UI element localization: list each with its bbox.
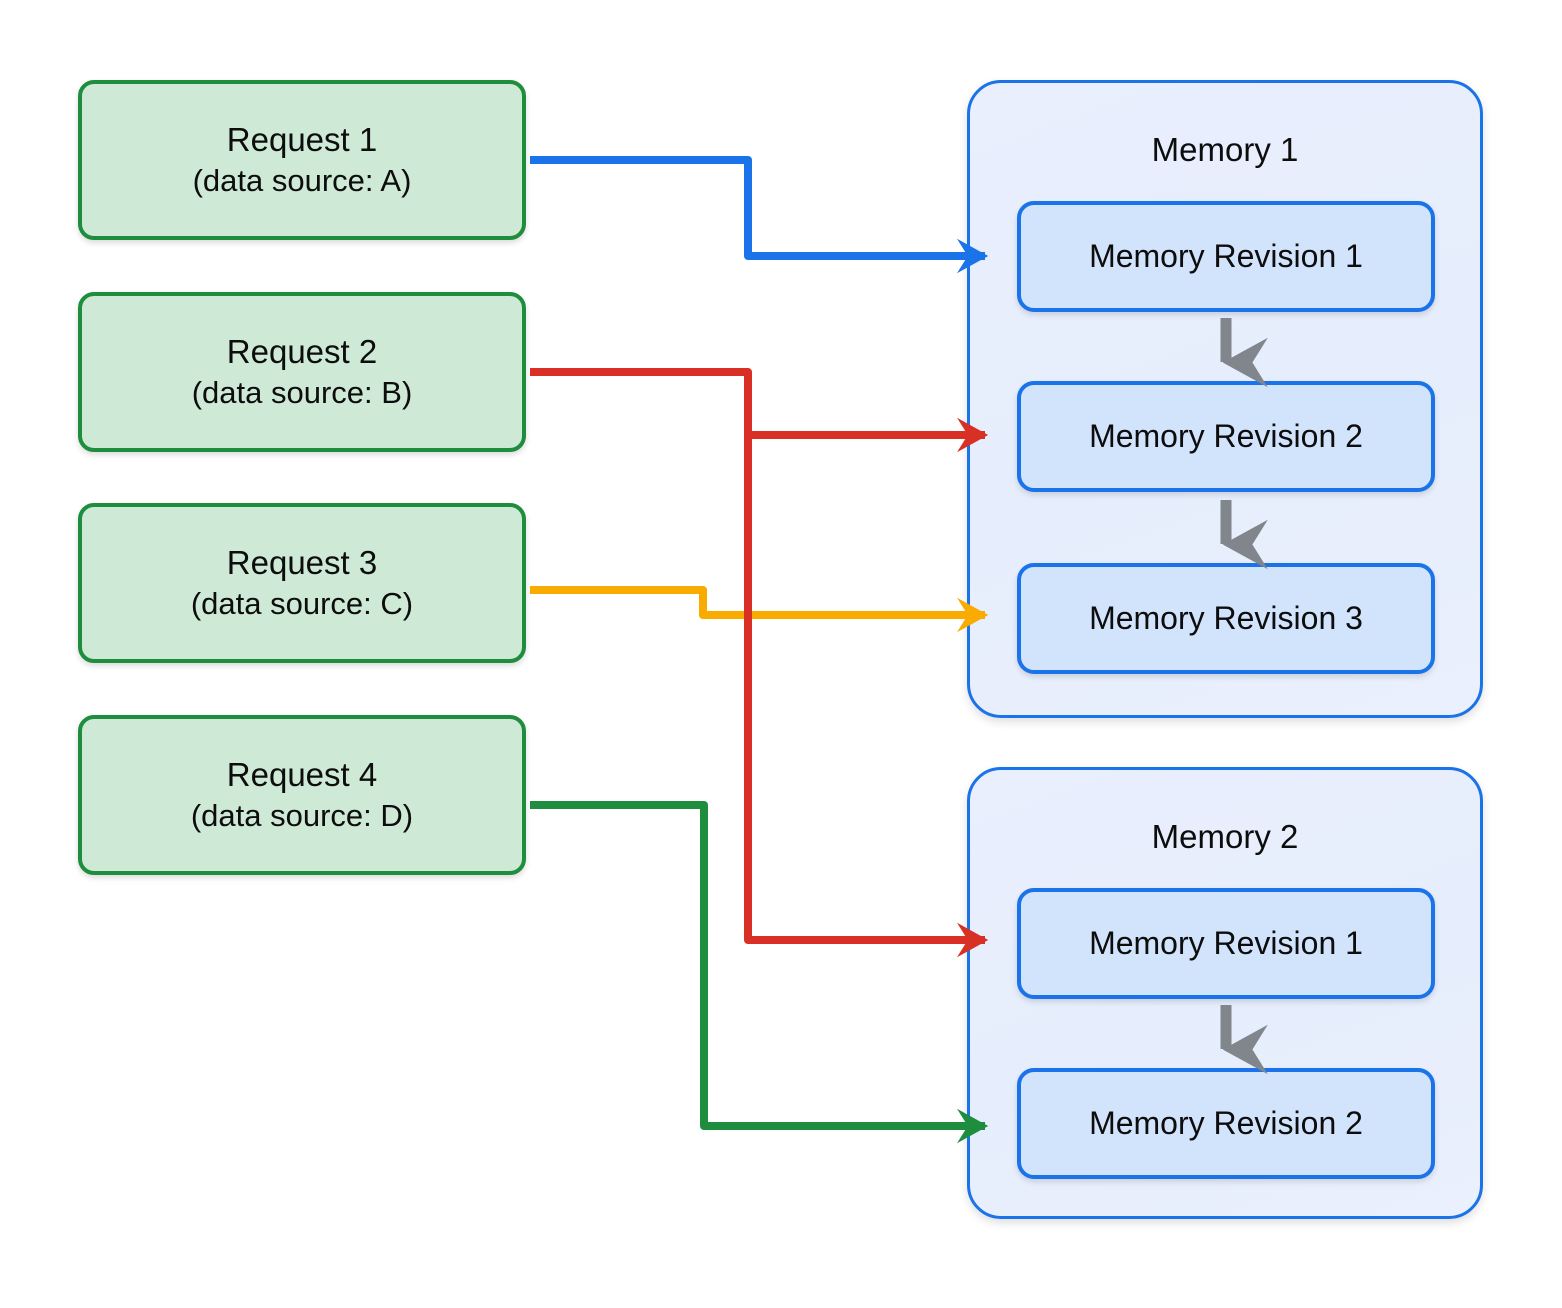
request-title: Request 3: [226, 543, 378, 581]
request-box-4[interactable]: Request 4 (data source: D): [78, 715, 526, 875]
memory-1-revision-box-2[interactable]: Memory Revision 2: [1017, 381, 1435, 492]
request-subtitle: (data source: B): [191, 374, 413, 410]
revision-label: Memory Revision 1: [1089, 238, 1363, 274]
memory-title: Memory 1: [1151, 131, 1299, 168]
request-box-3[interactable]: Request 3 (data source: C): [78, 503, 526, 663]
revision-label: Memory Revision 2: [1089, 418, 1363, 454]
memory-2-revision-box-1[interactable]: Memory Revision 1: [1017, 888, 1435, 999]
revision-label: Memory Revision 1: [1089, 925, 1363, 961]
request-box-1[interactable]: Request 1 (data source: A): [78, 80, 526, 240]
request-title: Request 2: [226, 332, 378, 370]
wire-request-3-to-memory-1-revision-3: [530, 586, 989, 633]
wire-request-4-to-memory-2-revision-2: [530, 801, 989, 1144]
request-title: Request 4: [226, 755, 378, 793]
request-subtitle: (data source: D): [190, 797, 414, 833]
request-title: Request 1: [226, 120, 378, 158]
memory-1-revision-box-1[interactable]: Memory Revision 1: [1017, 201, 1435, 312]
wire-request-2-to-memory-2-revision-1: [530, 368, 989, 958]
memory-container-1[interactable]: Memory 1 Memory Revision 1 Memory Revisi…: [967, 80, 1483, 718]
request-subtitle: (data source: A): [192, 162, 412, 198]
revision-label: Memory Revision 2: [1089, 1105, 1363, 1141]
revision-label: Memory Revision 3: [1089, 600, 1363, 636]
memory-title: Memory 2: [1151, 818, 1299, 855]
wire-request-1-to-memory-1-revision-1: [530, 156, 989, 274]
request-subtitle: (data source: C): [190, 585, 414, 621]
memory-2-revision-box-2[interactable]: Memory Revision 2: [1017, 1068, 1435, 1179]
memory-1-revision-box-3[interactable]: Memory Revision 3: [1017, 563, 1435, 674]
memory-container-2[interactable]: Memory 2 Memory Revision 1 Memory Revisi…: [967, 767, 1483, 1219]
request-box-2[interactable]: Request 2 (data source: B): [78, 292, 526, 452]
